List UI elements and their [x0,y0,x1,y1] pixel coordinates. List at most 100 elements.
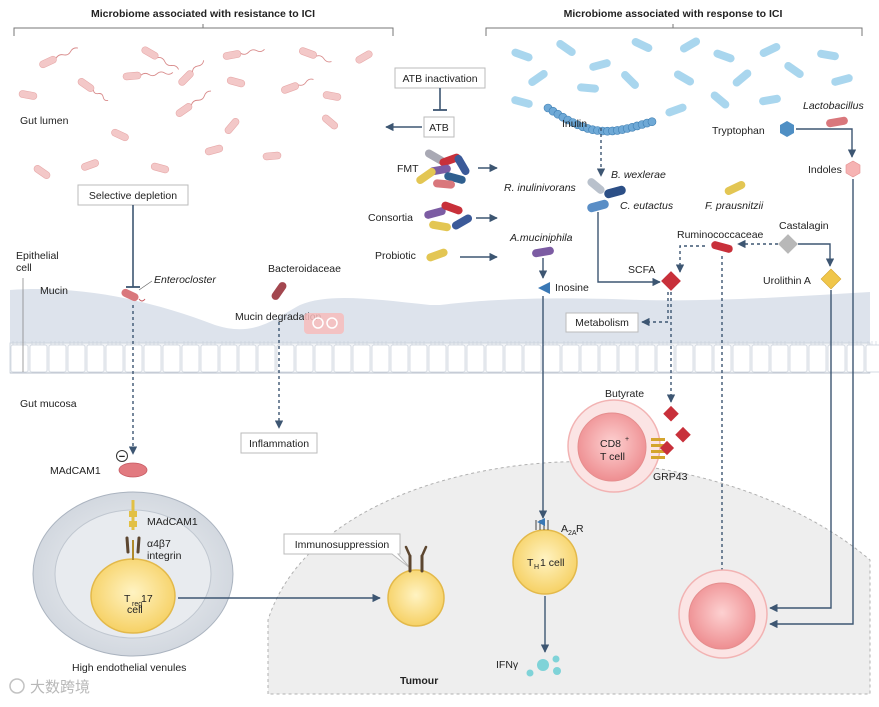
ruminococcaceae-to-scfa-arrow [675,245,705,273]
svg-text:Metabolism: Metabolism [575,317,629,329]
microvilli [753,341,767,345]
bacteroidaceae: Bacteroidaceae Mucin degradation [235,263,341,323]
consortia-label: Consortia [368,212,413,224]
response-bacteria-cloud [511,37,853,117]
epithelial-cell [599,344,618,373]
castalagin: Castalagin [778,220,829,254]
scfa-label: SCFA [628,264,655,276]
hev-label: High endothelial venules [72,662,186,674]
epithelial-cell [637,344,656,373]
castalagin-label: Castalagin [779,220,829,232]
microvilli [829,341,843,345]
epithelial-cell [314,344,333,373]
microvilli [411,341,425,345]
epithelial-cell [181,344,200,373]
epithelial-cell [143,344,162,373]
right-header: Microbiome associated with response to I… [485,8,863,36]
microvilli [468,341,482,345]
scfa-to-metabolism-arrow [641,292,669,327]
microvilli [335,341,349,345]
watermark: 大数跨境 [9,678,90,696]
probiotic-group: Probiotic [375,248,498,262]
butyrate: Butyrate [605,388,691,456]
epithelial-cell [276,344,295,373]
b-wexlerae-label: B. wexlerae [611,169,666,181]
high-endothelial-venule: MAdCAM1 α4β7 integrin T reg 17 cell [32,491,234,657]
epithelial-cell [504,344,523,373]
microvilli [126,341,140,345]
ruminococcaceae: Ruminococcaceae [677,229,764,253]
urolithin-to-tumour-arrow [769,290,832,613]
cd8-t-cell: CD8 + T cell GRP43 [567,399,688,493]
th1-cell-label: 1 cell [540,557,565,569]
integrin-label: integrin [147,550,182,562]
epithelial-cell [48,344,67,373]
tryptophan-to-indoles-arrow [796,128,857,158]
microvilli [506,341,520,345]
r-inulinivorans-bacterium: R. inulinivorans [504,178,605,194]
inulin-label: Inulin [562,118,587,130]
microvilli [221,341,235,345]
urolithin-a: Urolithin A [763,268,842,290]
mucin-layer [10,289,870,345]
a-muciniphila-label: A.muciniphila [509,232,573,244]
urolithin-a-label: Urolithin A [763,275,811,287]
a2a-R: R [576,523,584,535]
cd8-cell-label: T cell [600,451,625,463]
b-wexlerae-bacterium: B. wexlerae [604,169,666,199]
microvilli [487,341,501,345]
epithelial-cell [295,344,314,373]
epithelial-cell [827,344,846,373]
microvilli [658,341,672,345]
bacteria-to-scfa-arrow [597,212,661,287]
f-prausnitzii-bacterium: F. prausnitzii [705,181,764,212]
svg-text:2A: 2A [568,530,577,537]
inulin-bead [647,117,657,126]
microvilli [639,341,653,345]
epithelial-cell [352,344,371,373]
epithelial-cell [770,344,789,373]
tryptophan: Tryptophan [712,121,794,137]
epithelial-cell [200,344,219,373]
epithelial-cell [656,344,675,373]
inosine: Inosine [538,282,589,294]
enterocloster-label: Enterocloster [154,274,216,286]
microvilli [69,341,83,345]
tumour-label: Tumour [400,675,438,687]
epithelial-cell [390,344,409,373]
selective-depletion-box: Selective depletion [77,184,189,206]
epithelial-cell [675,344,694,373]
epithelial-cell [789,344,808,373]
indoles-to-tumour-arrow [769,179,854,629]
treg-sub: reg [132,601,142,608]
indoles: Indoles [808,160,861,178]
microvilli [734,341,748,345]
madcam1-label: MAdCAM1 [50,465,101,477]
microvilli [601,341,615,345]
inulin-chain [543,103,657,136]
bacteroidaceae-label: Bacteroidaceae [268,263,341,275]
microvilli [696,341,710,345]
svg-text:ATB inactivation: ATB inactivation [402,73,477,85]
inosine-label: Inosine [555,282,589,294]
epithelial-cell [523,344,542,373]
epithelial-cell [10,344,29,373]
epithelial-cell [542,344,561,373]
treg-T: T [124,593,131,605]
left-header-title: Microbiome associated with resistance to… [91,8,315,20]
epithelial-cell [162,344,181,373]
a4b7-label: α4β7 [147,538,171,550]
microvilli [772,341,786,345]
microvilli [297,341,311,345]
microvilli [354,341,368,345]
a2a-A: A [561,523,568,535]
epithelial-cell [846,344,865,373]
microvilli [88,341,102,345]
svg-text:大数跨境: 大数跨境 [30,678,90,696]
microvilli [525,341,539,345]
grp43-receptor [651,438,665,459]
microvilli [620,341,634,345]
